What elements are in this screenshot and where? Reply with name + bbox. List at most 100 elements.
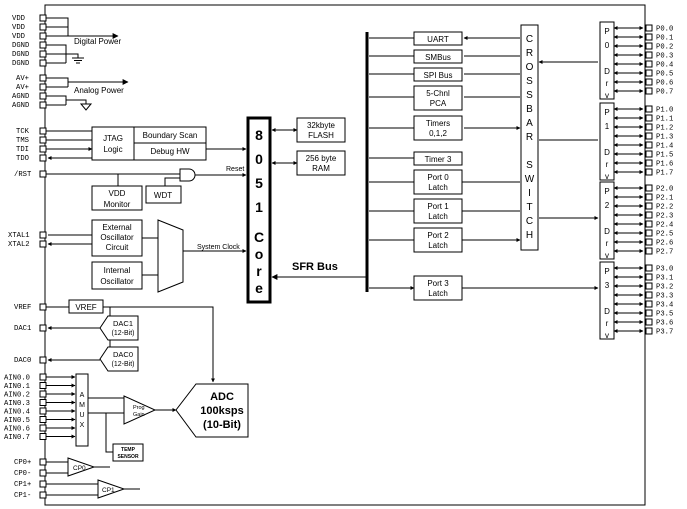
port2-pin-pad bbox=[645, 184, 653, 192]
reset-section: /RST Reset VDD Monitor WDT bbox=[14, 166, 247, 211]
ext-osc-line1: External bbox=[102, 223, 132, 232]
port0-pin-pad bbox=[645, 24, 653, 32]
pin-ain0-4: AIN0.4 bbox=[4, 409, 30, 417]
pin-ain0-6: AIN0.6 bbox=[4, 426, 30, 434]
amux-char-4: X bbox=[80, 422, 85, 429]
pin-p1-1: P1.1 bbox=[656, 116, 673, 124]
spi-bus-label: SPI Bus bbox=[424, 71, 453, 80]
pin-p1-5: P1.5 bbox=[656, 152, 673, 160]
sfr-bus: SFR Bus bbox=[271, 32, 369, 292]
port0-line1: Port 0 bbox=[427, 173, 449, 182]
debug-hw-block bbox=[133, 142, 207, 161]
pin-cp1-minus: CP1- bbox=[14, 492, 31, 500]
ain-pin-pad bbox=[39, 416, 47, 423]
port3-driver-char-2: 3 bbox=[605, 281, 610, 290]
dac0-line2: (12-Bit) bbox=[112, 361, 135, 368]
port3-line2: Latch bbox=[428, 289, 448, 298]
port0-pin-pad bbox=[645, 87, 653, 95]
port1-driver-char-3: D bbox=[604, 148, 610, 157]
crossbar-char-7: A bbox=[526, 118, 533, 129]
pca-line1: 5-Chnl bbox=[426, 89, 450, 98]
timers-line1: Timers bbox=[426, 119, 450, 128]
crossbar-char-3: O bbox=[526, 62, 534, 73]
crossbar-char-5: S bbox=[526, 90, 533, 101]
flash-block bbox=[296, 117, 346, 143]
clock-section: XTAL1 XTAL2 External Oscillator Circuit … bbox=[8, 219, 247, 293]
pin-p2-5: P2.5 bbox=[656, 231, 673, 239]
jtag-logic-line1: JTAG bbox=[103, 134, 123, 143]
pin-dgnd-1: DGND bbox=[12, 42, 29, 50]
crossbar-char-14: H bbox=[526, 230, 533, 241]
port1-line2: Latch bbox=[428, 212, 448, 221]
port0-driver-char-1: P bbox=[604, 27, 609, 36]
port1-driver-block bbox=[599, 102, 615, 181]
analog-inputs: AIN0.0AIN0.1AIN0.2AIN0.3AIN0.4AIN0.5AIN0… bbox=[4, 373, 76, 442]
pin-tdi: TDI bbox=[16, 146, 29, 154]
pin-p0-1: P0.1 bbox=[656, 35, 673, 43]
core-char-2: 0 bbox=[255, 151, 263, 167]
pin-dgnd-3: DGND bbox=[12, 60, 29, 68]
vdd-monitor-line1: VDD bbox=[109, 189, 126, 198]
internal-oscillator-block bbox=[91, 261, 143, 290]
crossbar-char-10: W bbox=[525, 174, 535, 185]
port1-driver-char-4: r bbox=[606, 160, 609, 169]
port0-line2: Latch bbox=[428, 183, 448, 192]
port2-driver-char-4: r bbox=[606, 239, 609, 248]
port3-driver-char-4: r bbox=[606, 319, 609, 328]
ain-pin-pad bbox=[39, 382, 47, 389]
port1-driver-char-1: P bbox=[604, 108, 609, 117]
port3-pin-pad bbox=[645, 300, 653, 308]
pin-p1-4: P1.4 bbox=[656, 143, 673, 151]
port0-pin-pad bbox=[645, 33, 653, 41]
adc-line2: 100ksps bbox=[200, 405, 243, 417]
timer3-label: Timer 3 bbox=[425, 155, 452, 164]
pin-ain0-0: AIN0.0 bbox=[4, 375, 30, 383]
prog-gain-line1: Prog bbox=[133, 405, 145, 411]
port1-driver-char-2: 1 bbox=[605, 122, 610, 131]
pin-ain0-5: AIN0.5 bbox=[4, 417, 30, 425]
pin-p2-7: P2.7 bbox=[656, 249, 673, 257]
flash-line1: 32kbyte bbox=[307, 121, 336, 130]
dac1-line1: DAC1 bbox=[113, 319, 133, 328]
core-char-5: C bbox=[254, 229, 264, 245]
core-char-3: 5 bbox=[255, 175, 263, 191]
port0-driver-char-5: v bbox=[605, 91, 609, 100]
port2-driver-char-2: 2 bbox=[605, 201, 610, 210]
pin-cp1-plus: CP1+ bbox=[14, 481, 31, 489]
port3-pin-pad bbox=[645, 327, 653, 335]
chip-outline bbox=[44, 4, 646, 506]
port3-pin-pad bbox=[645, 291, 653, 299]
pin-p3-4: P3.4 bbox=[656, 302, 673, 310]
port0-pin-pad bbox=[645, 78, 653, 86]
port2-pin-pad bbox=[645, 211, 653, 219]
crossbar-char-13: C bbox=[526, 216, 533, 227]
pin-rst: /RST bbox=[14, 171, 32, 179]
core-char-6: o bbox=[255, 246, 264, 262]
pin-dac0: DAC0 bbox=[14, 357, 31, 365]
port2-pin-pad bbox=[645, 202, 653, 210]
pin-p0-4: P0.4 bbox=[656, 62, 673, 70]
amux-char-3: U bbox=[79, 412, 84, 419]
ain-pin-pad bbox=[39, 407, 47, 415]
comparator-section: CP0+ CP0- CP1+ CP1- CP0 CP1 bbox=[14, 457, 140, 500]
port1-line1: Port 1 bbox=[427, 202, 449, 211]
port1-pin-pad bbox=[645, 150, 653, 158]
timers-line2: 0,1,2 bbox=[429, 129, 447, 138]
crossbar-char-11: I bbox=[528, 188, 531, 199]
port0-driver-char-2: 0 bbox=[605, 41, 610, 50]
core-section: 8 0 5 1 C o r e bbox=[246, 116, 272, 304]
pin-dac1: DAC1 bbox=[14, 325, 31, 333]
cp0-label: CP0 bbox=[73, 465, 86, 472]
analog-power-label: Analog Power bbox=[74, 86, 124, 95]
amux-char-2: M bbox=[79, 402, 85, 409]
pca-block bbox=[413, 85, 463, 111]
port2-driver-block bbox=[599, 181, 615, 260]
port0-driver-char-4: r bbox=[606, 79, 609, 88]
pin-p0-3: P0.3 bbox=[656, 53, 673, 61]
port3-driver-char-1: P bbox=[604, 267, 609, 276]
port3-pin-pad bbox=[645, 273, 653, 281]
pin-p0-7: P0.7 bbox=[656, 89, 673, 97]
cp1-label: CP1 bbox=[102, 487, 115, 494]
amux-char-1: A bbox=[80, 392, 85, 399]
